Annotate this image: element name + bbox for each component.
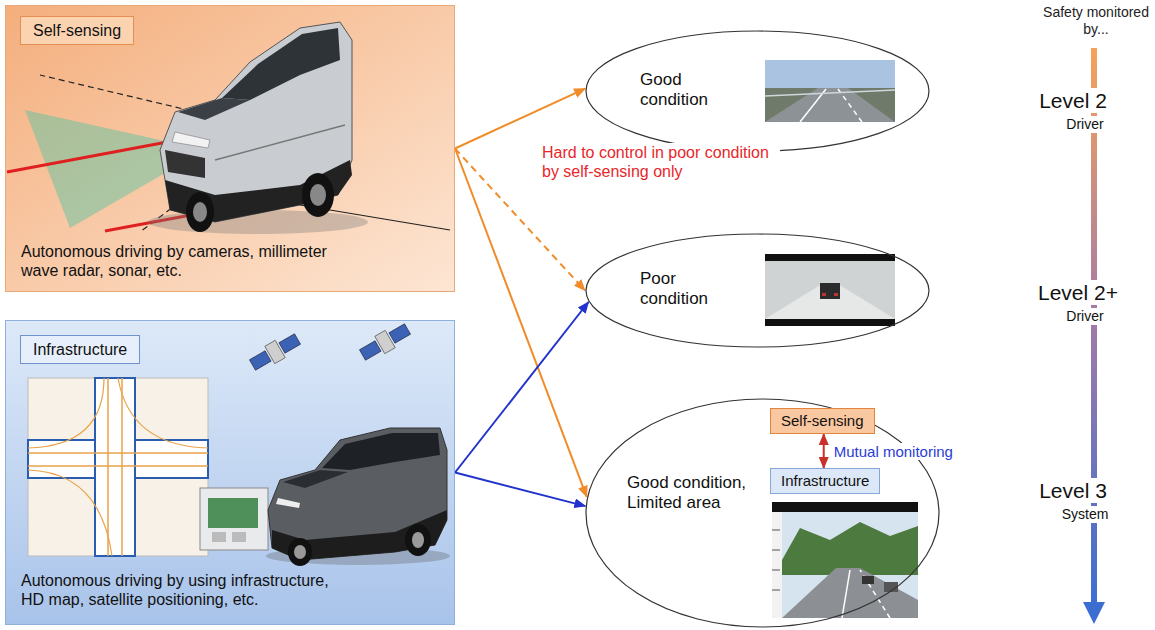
node-text: Autonomous driving by cameras, millimete…	[21, 242, 356, 280]
ellipse-outline	[585, 233, 930, 348]
flow-arrow	[455, 302, 588, 473]
sensing-panel: Self-sensingAutonomous driving by camera…	[5, 5, 455, 292]
node-text: Good condition, Limited area	[627, 473, 757, 514]
ellipse-outline	[586, 399, 939, 627]
panel-tag: Self-sensing	[20, 16, 134, 45]
monitor-label: System	[1060, 506, 1111, 523]
ellipse-outline	[585, 30, 930, 152]
hd-map	[28, 378, 208, 556]
flow-arrow	[823, 434, 825, 468]
level-label: Level 2+	[1036, 280, 1120, 305]
node-text: Self-sensing	[33, 21, 121, 40]
warning-note: Hard to control in poor condition by sel…	[540, 143, 780, 181]
sensing-panel: InfrastructureAutonomous driving by usin…	[5, 320, 455, 625]
panel-tag: Infrastructure	[20, 335, 140, 364]
scale-heading: Safety monitored by...	[1036, 4, 1155, 38]
satellite-icon	[357, 320, 412, 363]
flow-arrow	[455, 149, 587, 497]
condition-ellipse: Self-sensingInfrastructure Good condition…	[585, 398, 940, 628]
level-label: Level 2	[1037, 88, 1109, 113]
onboard-unit	[200, 488, 268, 550]
node-text: Autonomous driving by using infrastructu…	[21, 571, 356, 609]
satellite-icon	[247, 330, 302, 373]
ellipse-outline	[586, 234, 929, 347]
flow-arrow	[455, 89, 585, 149]
node-text: Good condition	[640, 70, 730, 111]
panel-ground	[5, 320, 455, 625]
node-text: Poor condition	[640, 269, 730, 310]
ellipse-outline	[585, 398, 940, 628]
source-box: Infrastructure	[770, 468, 880, 494]
car-illustration	[148, 22, 368, 234]
snow-photo	[765, 254, 895, 326]
monitor-label: Driver	[1064, 116, 1105, 133]
node-text: Infrastructure	[33, 340, 127, 359]
source-box: Self-sensing	[770, 408, 875, 434]
condition-ellipse: Good condition	[585, 30, 930, 152]
level-label: Level 3	[1037, 478, 1109, 503]
panel-ground	[5, 5, 455, 292]
condition-ellipse: Poor condition	[585, 233, 930, 348]
safety-scale-arrow	[1083, 48, 1105, 624]
monitor-label: Driver	[1064, 308, 1105, 325]
ellipse-outline	[586, 31, 929, 151]
road-photo	[765, 60, 895, 122]
edge-label: Mutual monitoring	[832, 443, 955, 460]
flow-arrow	[455, 473, 585, 507]
node-text: Self-sensing	[781, 412, 864, 430]
node-text: Infrastructure	[781, 472, 869, 490]
car-illustration	[266, 428, 450, 566]
limited-area-photo	[772, 502, 918, 618]
